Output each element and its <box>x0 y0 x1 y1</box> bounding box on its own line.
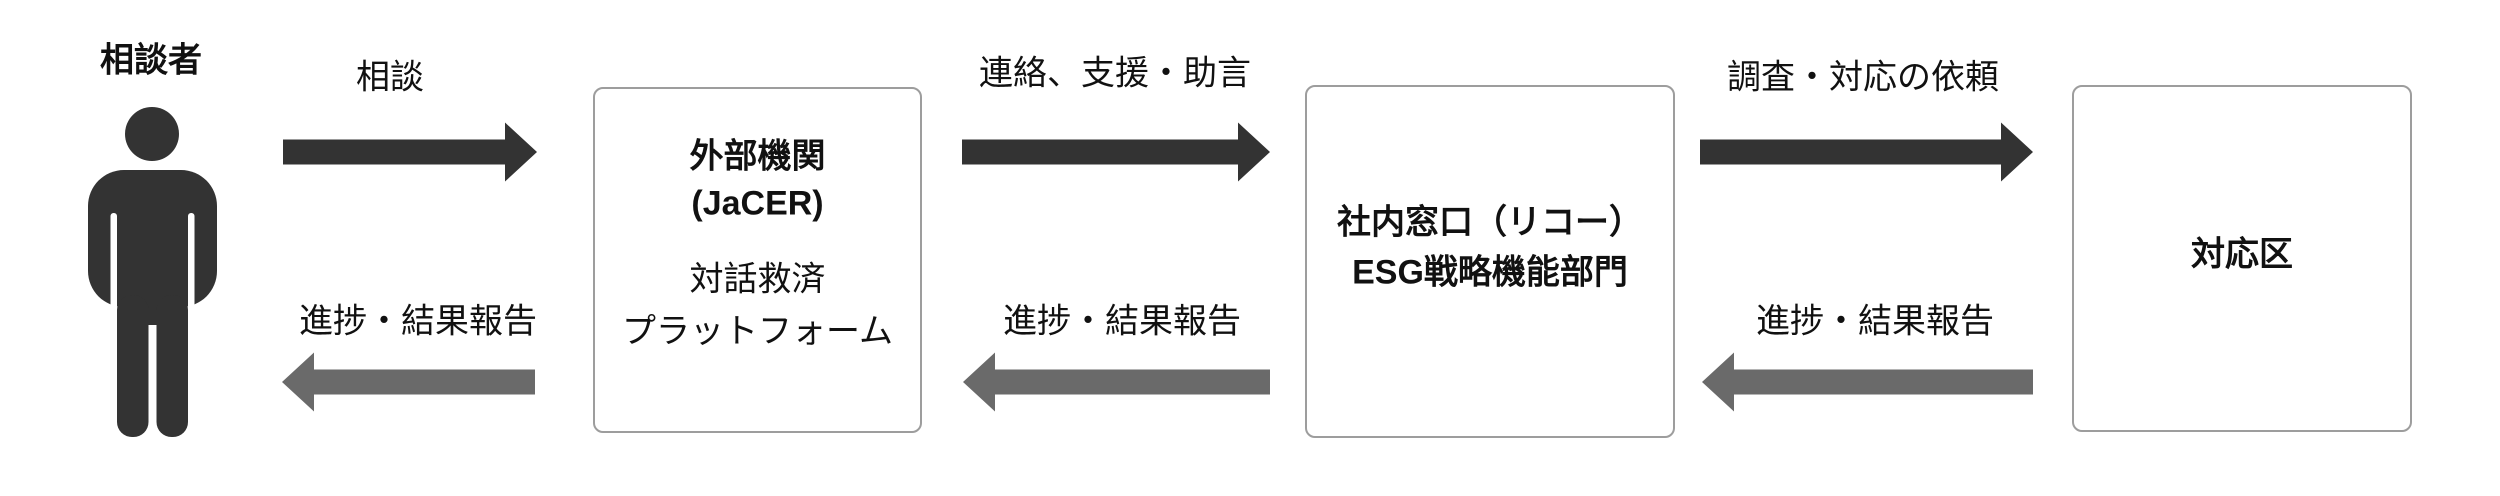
node-external-org: 外部機関 (JaCER) 対話救済 プラットフォーム <box>593 87 922 433</box>
node-response-div: 対応区 <box>2072 85 2412 432</box>
flow-label-investigate-req: 調査・対応の依頼 <box>1727 58 1999 97</box>
arrow-right-consult <box>283 122 537 182</box>
arrow-right-contact-support <box>962 122 1270 182</box>
flow-label-consult: 相談 <box>356 58 424 97</box>
node-internal-desk-title-1: 社内窓口（リコー） <box>1337 203 1643 242</box>
flow-label-report-1: 進捗・結果報告 <box>299 302 537 341</box>
arrow-left-report-2 <box>963 352 1270 412</box>
node-internal-desk-title-2: ESG戦略機能部門 <box>1352 253 1628 292</box>
flow-label-report-2: 進捗・結果報告 <box>1003 302 1241 341</box>
flow-label-contact-support: 連絡、支援・助言 <box>979 54 1251 93</box>
node-external-org-title-2: (JaCER) <box>691 184 824 223</box>
node-external-org-body-2: プラットフォーム <box>622 312 893 351</box>
node-external-org-title-1: 外部機関 <box>689 137 826 176</box>
arrow-left-report-1 <box>282 352 535 412</box>
arrow-left-report-3 <box>1702 352 2033 412</box>
node-external-org-body-1: 対話救済 <box>689 260 826 299</box>
node-response-div-title-1: 対応区 <box>2191 235 2293 274</box>
flow-label-report-3: 進捗・結果報告 <box>1756 302 1994 341</box>
person-icon <box>88 107 217 437</box>
node-internal-desk: 社内窓口（リコー） ESG戦略機能部門 <box>1305 85 1675 438</box>
arrow-right-investigate-req <box>1700 122 2033 182</box>
actor-label: 相談者 <box>100 41 202 80</box>
